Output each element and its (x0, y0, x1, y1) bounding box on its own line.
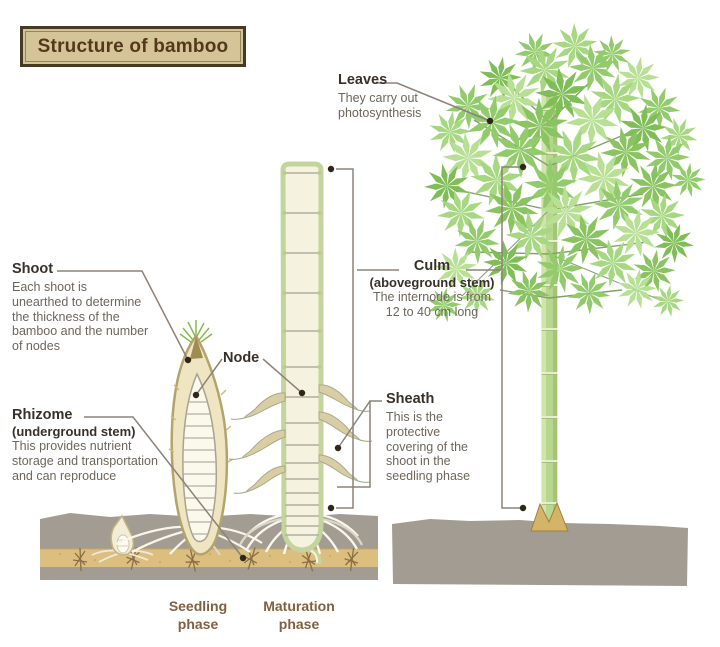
tiny-shoot (91, 514, 154, 563)
seedling-phase-caption: Seedling phase (168, 598, 228, 633)
label-leaves: Leaves They carry out photosynthesis (338, 72, 421, 121)
culm-heading: Culm (413, 258, 451, 274)
sheath-body: This is the protective covering of the s… (386, 410, 471, 484)
leaves-pointer (376, 82, 491, 122)
rhizome-subheading: (underground stem) (12, 424, 136, 440)
sheath-pointer (337, 400, 371, 449)
sheath-leaves (240, 384, 362, 493)
label-node: Node (223, 350, 259, 367)
label-shoot: Shoot Each shoot is unearthed to determi… (12, 261, 148, 354)
sheath-bracket (337, 400, 382, 488)
stalk-ladder (285, 172, 319, 536)
maturation-phase-caption: Maturation phase (263, 598, 335, 633)
node-heading: Node (223, 350, 260, 366)
node-pointer-right (262, 358, 303, 394)
rhizome-heading: Rhizome (12, 407, 73, 423)
pointer-dots (184, 117, 527, 562)
pointer-lines (57, 82, 520, 559)
node-pointer-left (195, 358, 223, 396)
mature-bamboo-tree (417, 19, 706, 532)
rhizome-pointer (84, 416, 244, 559)
culm-body: The internode is from 12 to 40 cm long (372, 290, 492, 320)
leaves-heading: Leaves (338, 72, 388, 88)
culm-base-sheath (530, 501, 569, 532)
sheath-tendrils (228, 409, 373, 494)
maturation-stalk (228, 161, 373, 565)
shoot-body: Each shoot is unearthed to determine the… (12, 280, 149, 354)
leaves-body: They carry out photosynthesis (338, 91, 422, 120)
shoot-heading: Shoot (12, 261, 54, 277)
culm-bracket-right (501, 166, 520, 509)
culm-subheading: (aboveground stem) (369, 275, 495, 291)
seedling-shoot (115, 320, 263, 556)
stalk-node-bumps (282, 171, 322, 369)
shoot-pointer (57, 270, 189, 361)
seedling-tuft (179, 320, 213, 343)
label-sheath: Sheath This is the protective covering o… (386, 391, 470, 484)
culm-bracket-left (336, 168, 354, 509)
title-box: Structure of bamboo (20, 26, 246, 67)
sheath-heading: Sheath (386, 391, 435, 407)
label-culm: Culm (aboveground stem) The internode is… (368, 258, 496, 320)
page-title: Structure of bamboo (37, 35, 229, 57)
rhizome-body: This provides nutrient storage and trans… (12, 439, 158, 483)
label-rhizome: Rhizome (underground stem) This provides… (12, 407, 158, 484)
